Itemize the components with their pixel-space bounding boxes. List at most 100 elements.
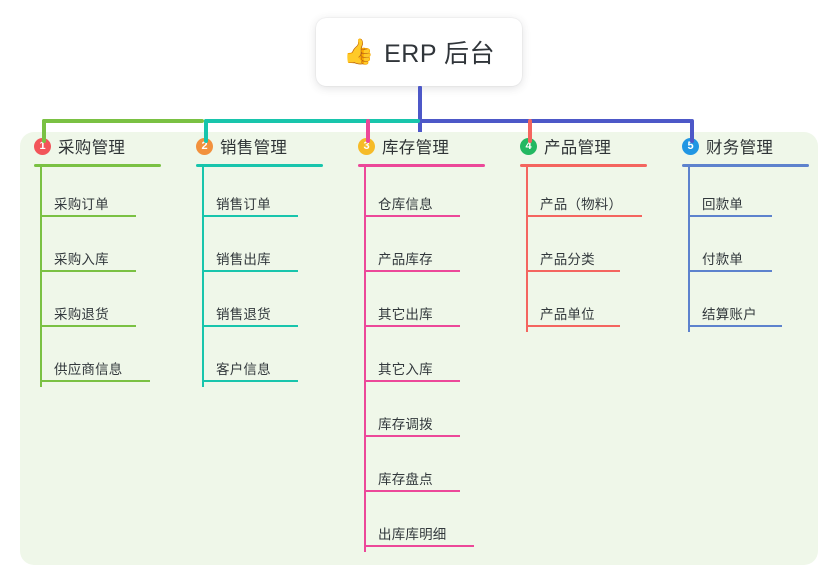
leaf-rule <box>40 215 136 217</box>
leaf-label: 出库库明细 <box>378 527 447 542</box>
leaf-rule <box>364 270 460 272</box>
column-items-finance: 回款单付款单结算账户 <box>688 167 809 332</box>
column-title-sales: 销售管理 <box>220 139 288 157</box>
leaf-item[interactable]: 产品（物料） <box>526 167 647 222</box>
column-items-product: 产品（物料） 产品分类产品单位 <box>526 167 647 332</box>
leaf-rule <box>202 270 298 272</box>
rail-segment-green <box>42 119 204 123</box>
column-sales: 2 销售管理销售订单销售出库销售退货客户信息 <box>182 132 323 387</box>
thumbs-up-icon: 👍 <box>342 37 375 66</box>
leaf-rule <box>202 215 298 217</box>
leaf-label: 其它入库 <box>378 362 433 377</box>
leaf-label: 客户信息 <box>216 362 271 377</box>
drop-product <box>528 119 532 143</box>
root-node[interactable]: 👍 ERP 后台 <box>316 18 522 86</box>
leaf-item[interactable]: 采购退货 <box>40 277 161 332</box>
leaf-label: 采购入库 <box>54 252 109 267</box>
leaf-item[interactable]: 产品库存 <box>364 222 485 277</box>
drop-finance <box>690 119 694 143</box>
leaf-label: 回款单 <box>702 197 744 212</box>
column-items-purchase: 采购订单采购入库采购退货供应商信息 <box>40 167 161 387</box>
leaf-rule <box>688 215 772 217</box>
leaf-label: 采购退货 <box>54 307 109 322</box>
leaf-item[interactable]: 客户信息 <box>202 332 323 387</box>
leaf-item[interactable]: 采购入库 <box>40 222 161 277</box>
leaf-item[interactable]: 仓库信息 <box>364 167 485 222</box>
leaf-item[interactable]: 付款单 <box>688 222 809 277</box>
column-badge-inventory: 3 <box>358 137 375 155</box>
column-items-sales: 销售订单销售出库销售退货客户信息 <box>202 167 323 387</box>
leaf-item[interactable]: 销售出库 <box>202 222 323 277</box>
column-title-product: 产品管理 <box>544 139 612 157</box>
leaf-item[interactable]: 库存盘点 <box>364 442 485 497</box>
drop-purchase <box>42 119 46 143</box>
leaf-item[interactable]: 供应商信息 <box>40 332 161 387</box>
leaf-item[interactable]: 销售订单 <box>202 167 323 222</box>
column-spine-purchase <box>40 167 42 387</box>
leaf-label: 供应商信息 <box>54 362 123 377</box>
column-finance: 5 财务管理回款单付款单结算账户 <box>668 132 809 332</box>
leaf-label: 销售退货 <box>216 307 271 322</box>
rail-segment-blue <box>420 119 692 123</box>
leaf-item[interactable]: 出库库明细 <box>364 497 485 552</box>
column-title-purchase: 采购管理 <box>58 139 126 157</box>
leaf-label: 销售订单 <box>216 197 271 212</box>
leaf-item[interactable]: 产品单位 <box>526 277 647 332</box>
leaf-rule <box>526 270 620 272</box>
leaf-rule <box>688 325 782 327</box>
leaf-label: 采购订单 <box>54 197 109 212</box>
leaf-rule <box>364 380 460 382</box>
leaf-item[interactable]: 其它出库 <box>364 277 485 332</box>
leaf-item[interactable]: 采购订单 <box>40 167 161 222</box>
column-product: 4 产品管理产品（物料） 产品分类产品单位 <box>506 132 647 332</box>
leaf-label: 仓库信息 <box>378 197 433 212</box>
leaf-item[interactable]: 结算账户 <box>688 277 809 332</box>
leaf-rule <box>526 215 642 217</box>
leaf-label: 库存盘点 <box>378 472 433 487</box>
column-rule-purchase <box>34 164 161 167</box>
leaf-label: 产品分类 <box>540 252 595 267</box>
leaf-item[interactable]: 销售退货 <box>202 277 323 332</box>
leaf-rule <box>364 435 460 437</box>
column-header-product[interactable]: 4 产品管理 <box>506 132 647 160</box>
leaf-item[interactable]: 库存调拨 <box>364 387 485 442</box>
column-rule-sales <box>196 164 323 167</box>
leaf-rule <box>40 270 136 272</box>
leaf-rule <box>526 325 620 327</box>
leaf-label: 产品库存 <box>378 252 433 267</box>
column-rule-finance <box>682 164 809 167</box>
column-badge-product: 4 <box>520 137 537 155</box>
leaf-label: 结算账户 <box>702 307 757 322</box>
column-rule-product <box>520 164 647 167</box>
leaf-rule <box>40 380 150 382</box>
column-items-inventory: 仓库信息产品库存其它出库其它入库库存调拨库存盘点出库库明细 <box>364 167 485 552</box>
column-header-finance[interactable]: 5 财务管理 <box>668 132 809 160</box>
trunk-connector <box>418 86 422 136</box>
leaf-rule <box>688 270 772 272</box>
leaf-rule <box>202 325 298 327</box>
leaf-label: 库存调拨 <box>378 417 433 432</box>
leaf-rule <box>364 325 460 327</box>
leaf-label: 其它出库 <box>378 307 433 322</box>
leaf-rule <box>364 490 460 492</box>
leaf-item[interactable]: 回款单 <box>688 167 809 222</box>
rail-segment-teal <box>204 119 420 123</box>
leaf-item[interactable]: 其它入库 <box>364 332 485 387</box>
column-title-finance: 财务管理 <box>706 139 774 157</box>
leaf-rule <box>40 325 136 327</box>
leaf-item[interactable]: 产品分类 <box>526 222 647 277</box>
leaf-rule <box>202 380 298 382</box>
leaf-label: 付款单 <box>702 252 744 267</box>
column-rule-inventory <box>358 164 485 167</box>
leaf-label: 产品单位 <box>540 307 595 322</box>
column-header-sales[interactable]: 2 销售管理 <box>182 132 323 160</box>
leaf-label: 销售出库 <box>216 252 271 267</box>
leaf-rule <box>364 215 460 217</box>
column-badge-finance: 5 <box>682 137 699 155</box>
leaf-label: 产品（物料） <box>540 197 623 212</box>
column-badge-sales: 2 <box>196 137 213 155</box>
column-spine-product <box>526 167 528 332</box>
